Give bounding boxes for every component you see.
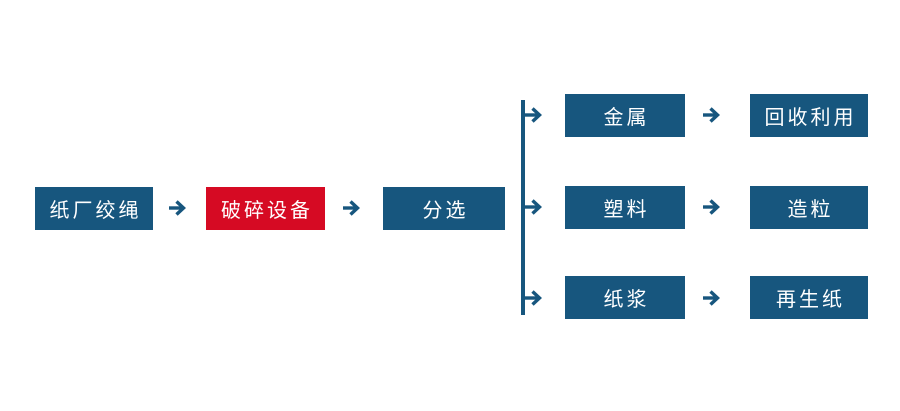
branch-connector-line xyxy=(521,100,525,315)
flow-node-crushing-equipment: 破碎设备 xyxy=(206,187,325,230)
arrow-right-icon xyxy=(703,199,720,215)
arrow-right-icon xyxy=(703,290,720,306)
flow-node-metal: 金属 xyxy=(565,94,685,137)
flow-node-sorting: 分选 xyxy=(383,187,505,230)
arrow-right-icon xyxy=(343,200,360,216)
arrow-right-icon xyxy=(169,200,186,216)
flow-node-granulation: 造粒 xyxy=(750,186,868,229)
arrow-right-icon xyxy=(703,107,720,123)
flow-node-recycling: 回收利用 xyxy=(750,94,868,137)
flow-node-pulp: 纸浆 xyxy=(565,276,685,319)
arrow-right-icon xyxy=(524,290,542,306)
flow-node-plastic: 塑料 xyxy=(565,186,685,229)
arrow-right-icon xyxy=(524,199,542,215)
flow-node-recycled-paper: 再生纸 xyxy=(750,276,868,319)
flow-node-paper-mill-rope: 纸厂绞绳 xyxy=(35,187,153,230)
arrow-right-icon xyxy=(524,107,542,123)
